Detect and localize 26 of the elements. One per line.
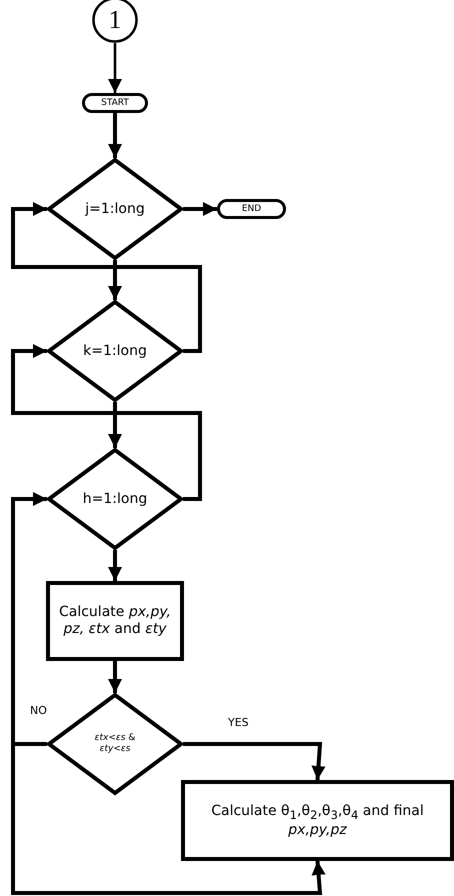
arrow <box>183 742 326 780</box>
node-label: εtx<εs & εty<εs <box>94 733 136 755</box>
node-label: h=1:long <box>82 490 148 508</box>
process-box <box>46 581 184 661</box>
terminator <box>82 93 148 113</box>
arrow <box>108 402 122 448</box>
node-label: END <box>242 204 262 214</box>
arrow <box>108 113 122 158</box>
node-label: Calculate px,py, pz, εtx and εty <box>58 604 172 638</box>
node-label: START <box>101 98 129 108</box>
edge-label: NO <box>28 704 49 718</box>
terminator <box>217 199 286 219</box>
node-label: 1 <box>108 4 122 36</box>
node-label: Calculate θ$_{1}$,θ$_{2}$,θ$_{3}$,θ$_{4}$ and final px,py,pz <box>210 802 425 838</box>
process-box <box>181 780 454 861</box>
arrow <box>108 43 122 93</box>
arrow <box>183 202 217 216</box>
arrow <box>11 742 326 895</box>
arrow <box>108 550 122 581</box>
arrow <box>11 344 202 501</box>
edge-label: YES <box>226 716 251 730</box>
node-label: j=1:long <box>85 200 145 218</box>
arrow <box>11 202 202 353</box>
node-label: k=1:long <box>83 342 147 360</box>
arrow <box>108 260 122 300</box>
arrow <box>108 661 122 693</box>
